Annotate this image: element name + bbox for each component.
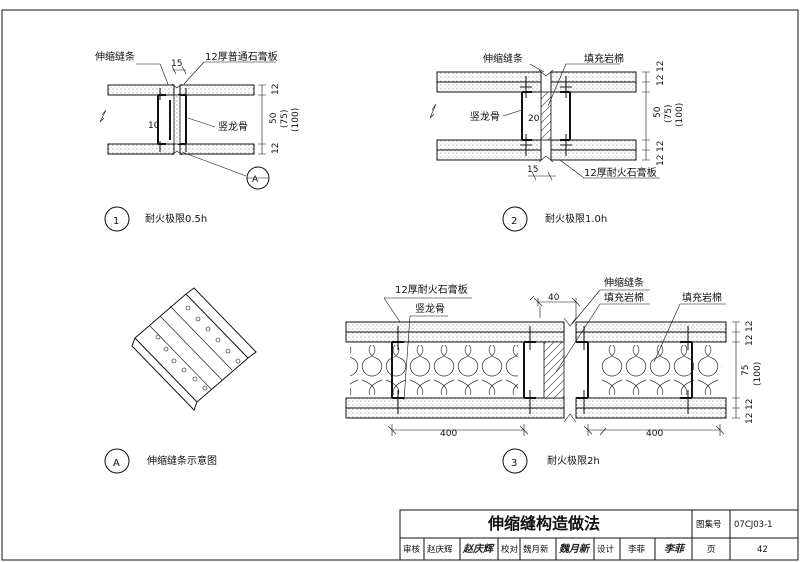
da-caption: 伸缩缝条示意图 [147,454,217,467]
d2-number-circle [502,206,528,232]
d3-number-circle [502,448,528,474]
da-number: A [113,458,120,469]
d1-dim-75: (75) [280,110,290,128]
d2-dim-50: 50 [653,106,663,118]
d3-label-stud: 竖龙骨 [415,302,445,315]
d2-dim-12a: 12 [656,61,666,72]
d3-dim-12b: 12 [745,335,755,346]
atlas-number: 07CJ03-1 [734,520,773,530]
d1-number: 1 [113,216,119,227]
detail-a-strip-illustration [131,287,257,411]
d2-dim-12c: 12 [656,141,666,152]
d1-caption: 耐火极限0.5h [145,212,207,225]
reviewer-signature: 赵庆辉 [462,543,495,555]
designer-signature: 李菲 [664,543,686,555]
d3-number: 3 [511,458,517,469]
d3-dim-40: 40 [548,293,560,303]
d1-dim-12a: 12 [271,84,281,95]
d3-caption: 耐火极限2h [547,454,600,467]
d3-dim-400a: 400 [440,429,457,439]
d1-dim-10: 10 [148,121,160,131]
detail-1 [99,61,276,190]
d3-dim-12a: 12 [745,321,755,332]
checker-name: 魏月新 [523,544,549,555]
d2-dim-20: 20 [528,114,540,124]
d3-label-fill2: 填充岩棉 [682,291,722,304]
d1-label-strip: 伸缩缝条 [95,50,135,63]
reviewer-name: 赵庆辉 [427,544,453,555]
d1-callout-letter: A [252,175,259,185]
designer-name: 李菲 [628,544,646,555]
d2-dim-100: (100) [675,103,685,127]
review-label: 审核 [403,544,421,555]
d2-label-fill: 填充岩棉 [584,52,624,65]
d3-dim-75: 75 [741,365,751,376]
page-number: 42 [757,545,768,555]
d3-dim-12c: 12 [745,399,755,410]
d1-dim-12b: 12 [271,143,281,154]
d3-label-fill1: 填充岩棉 [604,291,644,304]
d2-caption: 耐火极限1.0h [545,212,607,225]
d2-dim-12b: 12 [656,75,666,86]
d2-dim-75: (75) [664,105,674,123]
d3-label-board: 12厚耐火石膏板 [395,283,468,296]
checker-signature: 魏月新 [558,543,591,555]
d2-dim-15: 15 [527,165,538,175]
design-label: 设计 [597,544,615,555]
page-label: 页 [707,545,716,555]
d3-label-strip: 伸缩缝条 [604,276,644,289]
d3-dim-100: (100) [753,362,763,386]
d3-dim-12d: 12 [745,413,755,424]
d3-dim-400b: 400 [646,429,663,439]
check-label: 校对 [501,544,519,555]
d1-dim-50: 50 [269,112,279,124]
detail-3 [345,289,740,436]
d1-dim-100: (100) [291,108,301,132]
d2-label-strip: 伸缩缝条 [483,52,523,65]
d1-label-stud: 竖龙骨 [218,120,248,133]
title-block-title: 伸缩缝构造做法 [487,514,600,533]
d1-label-board: 12厚普通石膏板 [205,50,278,63]
d2-number: 2 [511,216,517,227]
da-number-circle [104,448,130,474]
d1-dim-15: 15 [171,59,182,69]
d2-label-board: 12厚耐火石膏板 [584,166,657,179]
d2-label-stud: 竖龙骨 [470,110,500,123]
title-block [399,509,799,561]
detail-2 [429,63,660,181]
d2-dim-12d: 12 [656,155,666,166]
d1-number-circle [104,206,130,232]
atlas-label: 图集号 [696,519,722,530]
